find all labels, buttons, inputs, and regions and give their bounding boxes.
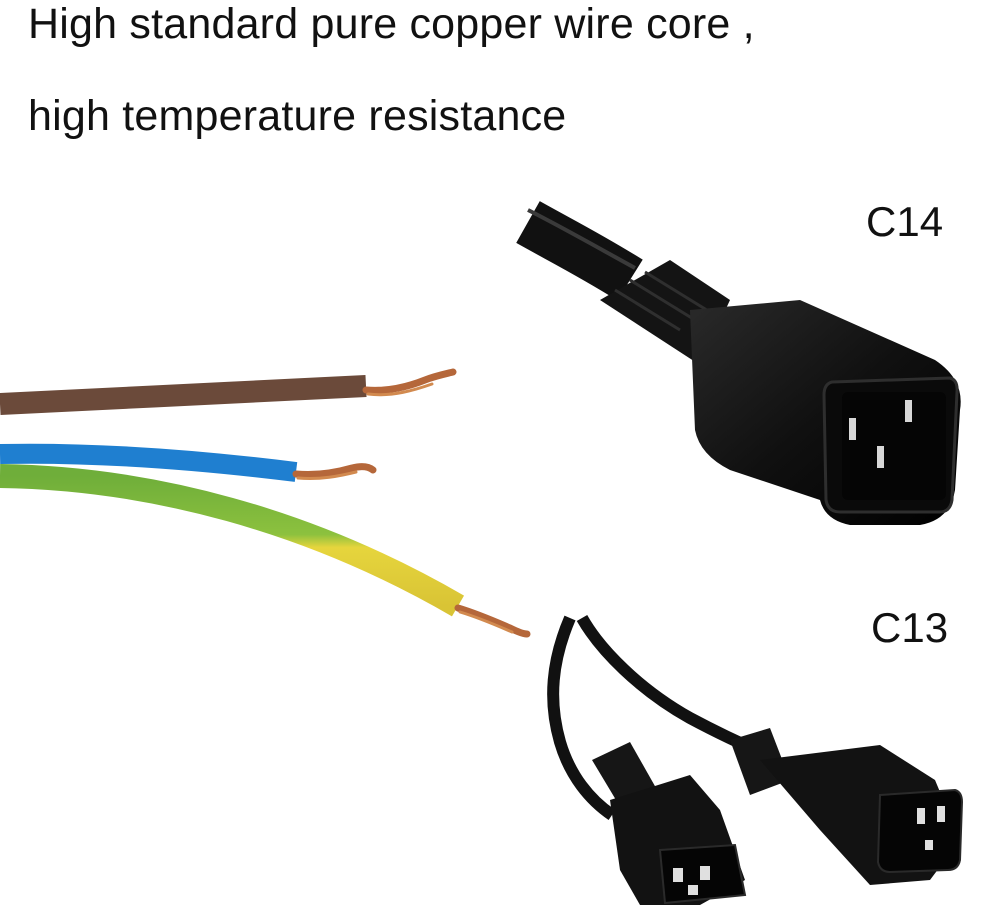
blue-wire-copper-end xyxy=(292,463,377,478)
brown-wire-copper-end xyxy=(362,368,457,394)
headline-line-1: High standard pure copper wire core , xyxy=(28,0,755,48)
green-yellow-wire xyxy=(0,464,465,617)
headline-line-2: high temperature resistance xyxy=(28,92,567,140)
c13-label: C13 xyxy=(871,604,949,651)
blue-wire xyxy=(0,443,298,482)
c13-connector-image xyxy=(546,614,976,914)
green-yellow-wire-copper-end xyxy=(454,604,531,638)
c14-connector-image xyxy=(516,200,968,540)
brown-wire xyxy=(0,375,367,415)
c14-label: C14 xyxy=(866,198,944,245)
wires-group xyxy=(0,368,531,638)
